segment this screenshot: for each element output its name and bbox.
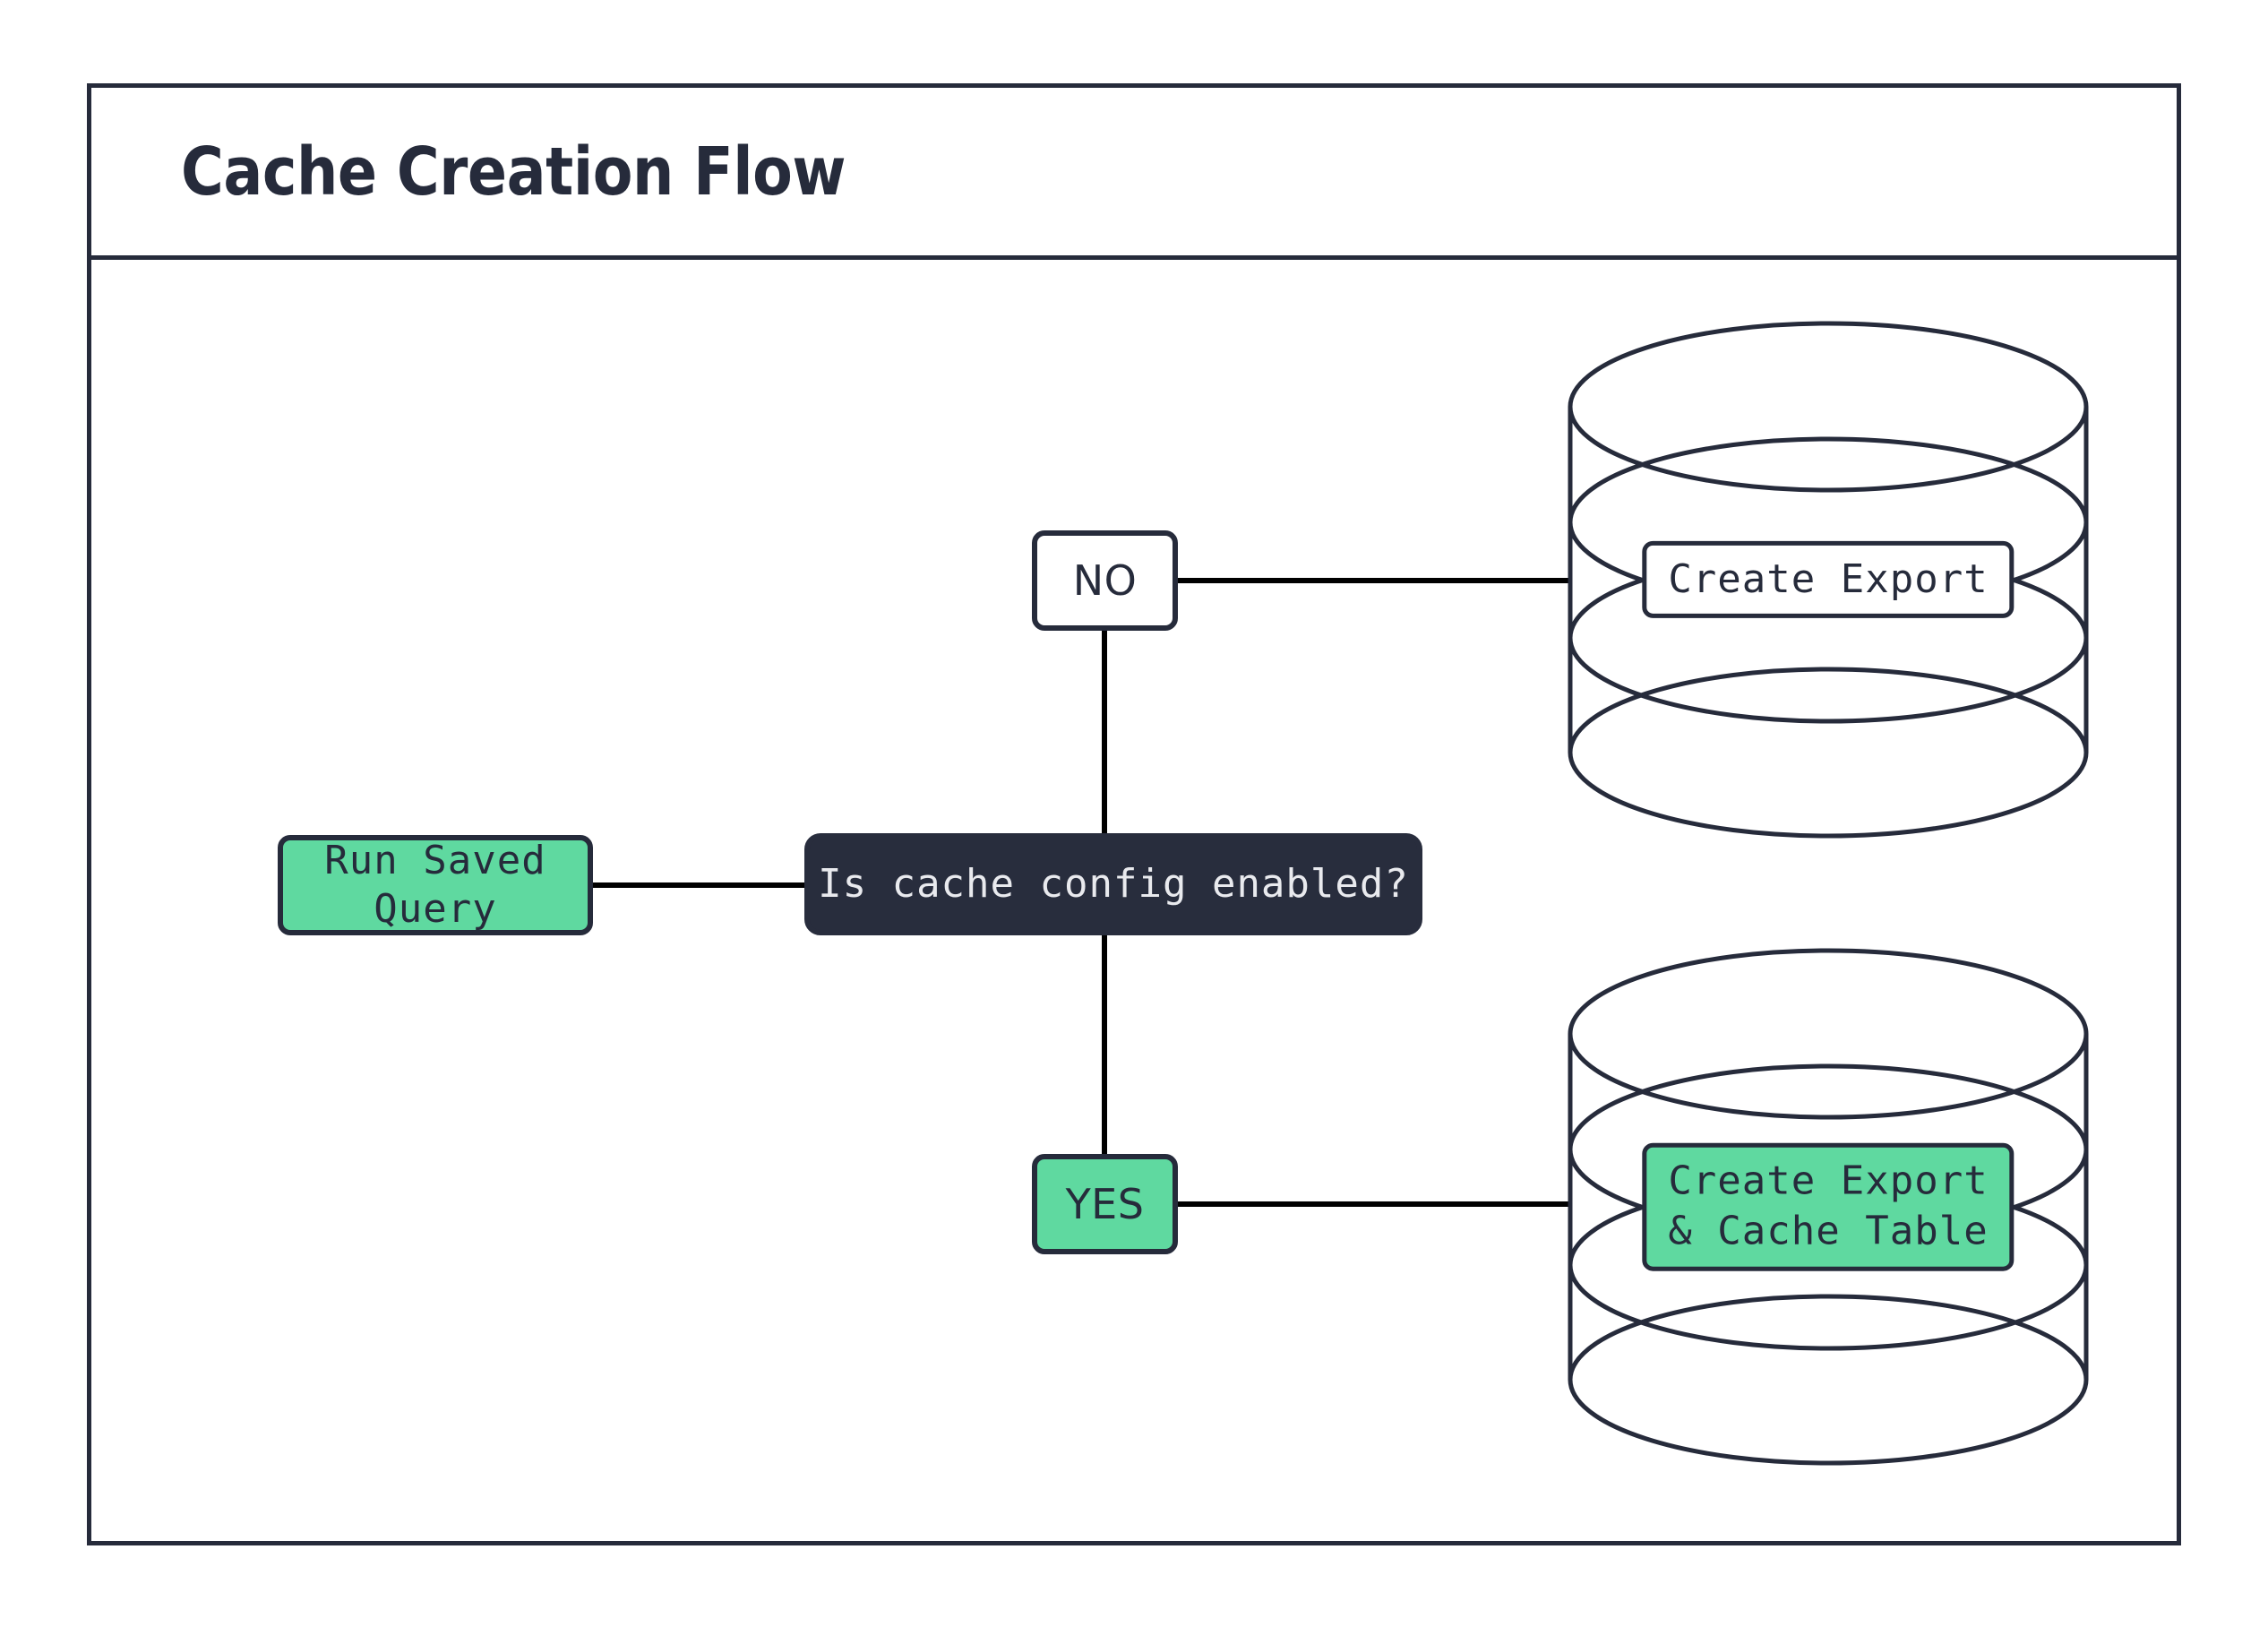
node-database-create-export[interactable]: Create Export: [1568, 321, 2089, 839]
node-run-saved-query[interactable]: Run Saved Query: [278, 835, 593, 935]
node-database-create-export-and-cache-table[interactable]: Create Export & Cache Table: [1568, 948, 2089, 1466]
node-branch-yes[interactable]: YES: [1032, 1154, 1178, 1254]
node-branch-no[interactable]: NO: [1032, 530, 1178, 631]
diagram-header: Cache Creation Flow: [91, 88, 2177, 260]
db-bottom-label-line-2: & Cache Table: [1668, 1209, 1989, 1254]
db-bottom-label: Create Export & Cache Table: [1642, 1142, 2015, 1271]
db-top-label: Create Export: [1642, 540, 2015, 619]
diagram-frame: Cache Creation Flow: [87, 83, 2181, 1545]
db-bottom-label-line-1: Create Export: [1668, 1158, 1989, 1204]
node-decision-is-cache-config-enabled[interactable]: Is cache config enabled?: [804, 833, 1422, 935]
page-title: Cache Creation Flow: [181, 133, 846, 211]
